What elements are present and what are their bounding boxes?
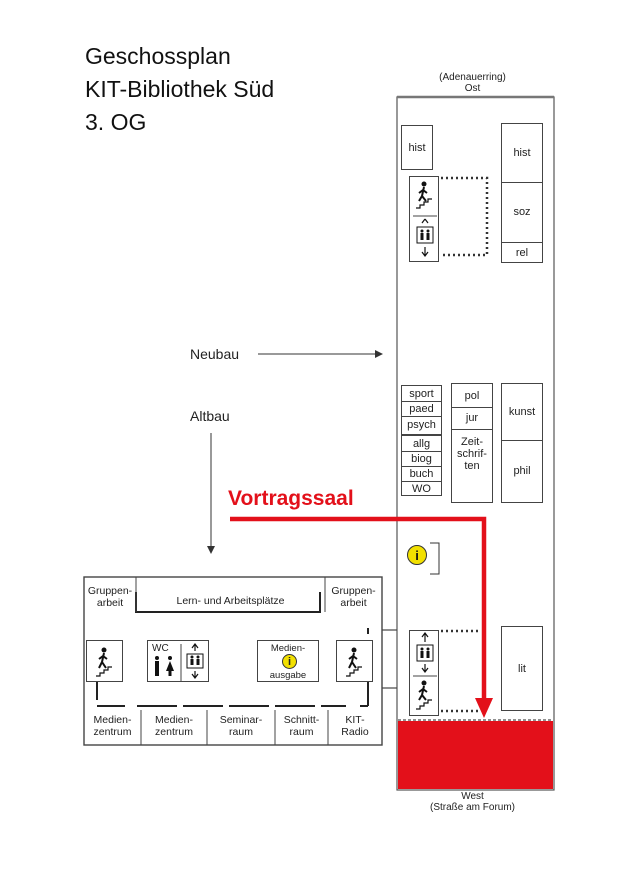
room-pol: pol	[452, 384, 492, 408]
stairs-icon	[346, 647, 362, 677]
room-block-hist-soz-rel: hist soz rel	[501, 123, 543, 263]
room-kit-radio: KIT- Radio	[341, 714, 369, 738]
stairs-altbau-right	[336, 640, 373, 682]
shelf-column-left: sport paed psych allg biog buch WO	[401, 385, 442, 496]
stairs-icon	[413, 181, 437, 257]
shelf-column-middle: pol jur Zeit- schrif- ten	[451, 383, 493, 503]
room-gruppenarbeit-right: Gruppen- arbeit	[331, 585, 376, 609]
room-medienausgabe: Medien- i ausgabe	[257, 640, 319, 682]
svg-text:i: i	[415, 548, 419, 563]
medienausgabe-label-top: Medien-	[270, 643, 306, 654]
info-icon: i	[282, 654, 297, 669]
room-paed: paed	[402, 401, 441, 417]
room-jur: jur	[452, 407, 492, 430]
room-biog: biog	[402, 451, 441, 467]
west-street-label: (Straße am Forum)	[429, 802, 515, 813]
altbau-label: Altbau	[190, 408, 230, 424]
room-wo: WO	[412, 482, 431, 495]
room-lit: lit	[501, 626, 543, 711]
stairs-icon	[96, 647, 112, 677]
library-name: KIT-Bibliothek Süd	[85, 76, 275, 102]
shelf-column-right: kunst phil	[501, 383, 543, 503]
room-lern-arbeitsplaetze: Lern- und Arbeitsplätze	[176, 595, 285, 607]
elevator-icon	[413, 632, 437, 710]
altbau-outline	[83, 576, 383, 746]
west-label: West	[461, 791, 484, 802]
vortragssaal-label: Vortragssaal	[228, 487, 354, 510]
room-psych: psych	[402, 416, 441, 436]
room-sport: sport	[402, 386, 441, 402]
room-medienzentrum-2: Medien- zentrum	[155, 714, 193, 738]
wc-icon	[155, 643, 204, 681]
east-street-label: (Adenauerring)	[439, 72, 506, 83]
stairs-elevator-top	[409, 176, 439, 262]
room-medienzentrum-1: Medien- zentrum	[93, 714, 132, 738]
room-hist-right: hist	[502, 124, 542, 183]
room-rel: rel	[515, 246, 529, 259]
plan-title: Geschossplan	[85, 43, 231, 69]
medienausgabe-label-bottom: ausgabe	[269, 670, 307, 681]
stairs-altbau-left	[86, 640, 123, 682]
floor-label: 3. OG	[85, 109, 147, 135]
stairs-elevator-bottom	[409, 630, 439, 716]
room-zeitschriften: Zeit- schrif- ten	[457, 436, 487, 472]
wc-elevator-block: WC	[147, 640, 209, 682]
room-allg: allg	[402, 436, 441, 452]
room-gruppenarbeit-left: Gruppen- arbeit	[87, 585, 133, 609]
room-seminarraum: Seminar- raum	[219, 714, 263, 738]
room-phil: phil	[513, 465, 531, 477]
east-label: Ost	[464, 83, 481, 94]
wc-label: WC	[152, 643, 169, 654]
room-hist-left: hist	[401, 125, 433, 170]
room-kunst: kunst	[502, 384, 542, 441]
room-buch: buch	[402, 466, 441, 482]
room-schnittraum: Schnitt- raum	[283, 714, 320, 738]
neubau-label: Neubau	[190, 346, 240, 362]
room-soz: soz	[502, 182, 542, 243]
